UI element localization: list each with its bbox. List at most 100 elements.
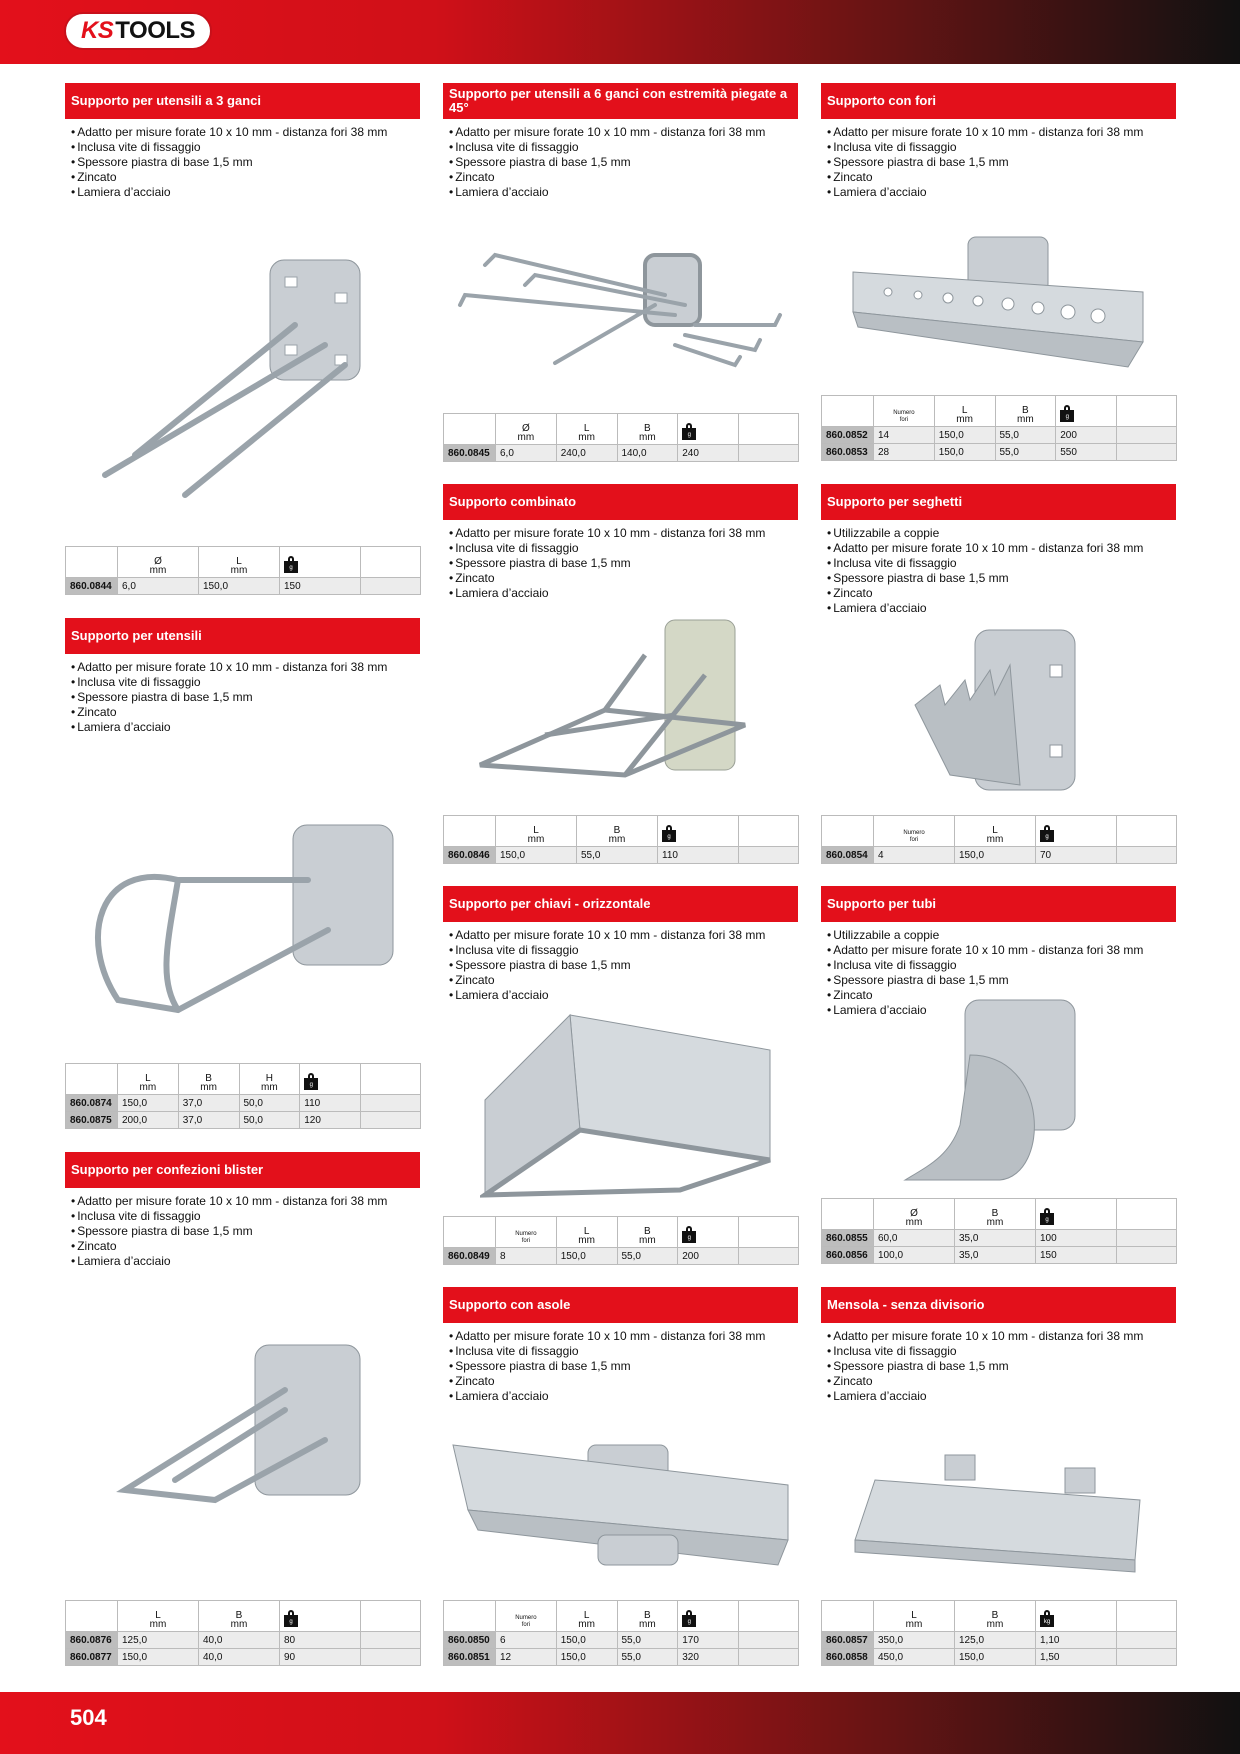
feature-item: Lamiera d’acciaio xyxy=(71,1254,420,1269)
feature-text: Zincato xyxy=(833,1374,873,1388)
spacer-cell xyxy=(738,1648,799,1666)
column-label: B xyxy=(613,825,621,836)
weight-unit: g xyxy=(289,1619,293,1625)
feature-text: Spessore piastra di base 1,5 mm xyxy=(77,1224,253,1238)
feature-text: Lamiera d’acciaio xyxy=(77,720,171,734)
spacer-cell xyxy=(738,815,799,847)
column-unit: mm xyxy=(200,1082,217,1093)
feature-text: Adatto per misure forate 10 x 10 mm - di… xyxy=(833,125,1144,139)
header-code xyxy=(443,815,496,847)
feature-text: Inclusa vite di fissaggio xyxy=(833,140,957,154)
feature-item: Lamiera d’acciaio xyxy=(449,988,798,1003)
feature-text: Lamiera d’acciaio xyxy=(77,185,171,199)
weight-unit: g xyxy=(309,1082,313,1088)
weight-icon: g xyxy=(284,556,298,573)
article-code: 860.0844 xyxy=(65,577,118,595)
column-label: B xyxy=(991,1208,999,1219)
article-code: 860.0857 xyxy=(821,1631,874,1649)
feature-item: Zincato xyxy=(71,705,420,720)
article-code: 860.0852 xyxy=(821,426,874,444)
weight-icon: g xyxy=(662,825,676,842)
feature-text: Lamiera d’acciaio xyxy=(455,1389,549,1403)
table-cell: 55,0 xyxy=(576,846,658,864)
column-unit: fori xyxy=(899,417,909,423)
feature-item: Adatto per misure forate 10 x 10 mm - di… xyxy=(449,526,798,541)
table-cell: 125,0 xyxy=(954,1631,1036,1649)
feature-text: Zincato xyxy=(77,705,117,719)
column-label: L xyxy=(145,1073,151,1084)
product-image-holes xyxy=(848,232,1148,372)
feature-item: Zincato xyxy=(449,170,798,185)
feature-text: Lamiera d’acciaio xyxy=(455,185,549,199)
section-holes: Supporto con foriAdatto per misure forat… xyxy=(821,83,1176,200)
feature-item: Lamiera d’acciaio xyxy=(827,185,1176,200)
table-cell: 450,0 xyxy=(873,1648,955,1666)
column-label: Numero xyxy=(515,1231,537,1237)
column-unit: mm xyxy=(986,834,1004,845)
weight-header: g xyxy=(279,1600,361,1632)
feature-item: Lamiera d’acciaio xyxy=(827,1389,1176,1404)
table-cell: 6 xyxy=(495,1631,557,1649)
table-cell: 90 xyxy=(279,1648,361,1666)
feature-text: Lamiera d’acciaio xyxy=(455,988,549,1002)
column-label: L xyxy=(583,1610,590,1621)
article-code: 860.0845 xyxy=(443,444,496,462)
table-cell: 14 xyxy=(873,426,935,444)
header-code xyxy=(821,1198,874,1230)
header-code xyxy=(821,395,874,427)
section-tubes: Supporto per tubiUtilizzabile a coppieAd… xyxy=(821,886,1176,1018)
table-cell: 550 xyxy=(1055,443,1117,461)
table-cell: 350,0 xyxy=(873,1631,955,1649)
feature-text: Lamiera d’acciaio xyxy=(833,1003,927,1017)
table-cell: 100,0 xyxy=(873,1246,955,1264)
feature-item: Lamiera d’acciaio xyxy=(449,1389,798,1404)
column-unit: mm xyxy=(956,414,973,425)
weight-header: g xyxy=(1055,395,1117,427)
article-code: 860.0854 xyxy=(821,846,874,864)
table-cell: 150,0 xyxy=(117,1648,199,1666)
feature-text: Adatto per misure forate 10 x 10 mm - di… xyxy=(77,1194,388,1208)
table-cell: 28 xyxy=(873,443,935,461)
table-cell: 140,0 xyxy=(616,444,679,462)
feature-item: Spessore piastra di base 1,5 mm xyxy=(71,690,420,705)
product-image-slots xyxy=(448,1440,793,1570)
table-cell: 6,0 xyxy=(495,444,557,462)
table-cell: 80 xyxy=(279,1631,361,1649)
column-unit: mm xyxy=(639,1619,656,1630)
column-label: B xyxy=(644,1226,651,1237)
column-unit: mm xyxy=(986,1619,1004,1630)
weight-unit: g xyxy=(667,834,671,840)
feature-item: Adatto per misure forate 10 x 10 mm - di… xyxy=(71,660,420,675)
column-unit: mm xyxy=(527,834,545,845)
column-unit: mm xyxy=(230,1619,248,1630)
feature-item: Zincato xyxy=(827,1374,1176,1389)
feature-text: Lamiera d’acciaio xyxy=(77,1254,171,1268)
table-cell: 240,0 xyxy=(555,444,618,462)
table-cell: 170 xyxy=(677,1631,739,1649)
table-cell: 60,0 xyxy=(873,1229,955,1247)
feature-item: Inclusa vite di fissaggio xyxy=(449,140,798,155)
feature-text: Spessore piastra di base 1,5 mm xyxy=(455,958,631,972)
feature-text: Inclusa vite di fissaggio xyxy=(455,140,579,154)
feature-text: Inclusa vite di fissaggio xyxy=(455,541,579,555)
table-cell: 150 xyxy=(1035,1246,1117,1264)
spacer-cell xyxy=(1116,846,1177,864)
section-title: Supporto combinato xyxy=(443,484,798,520)
feature-list: Utilizzabile a coppieAdatto per misure f… xyxy=(821,928,1176,1018)
